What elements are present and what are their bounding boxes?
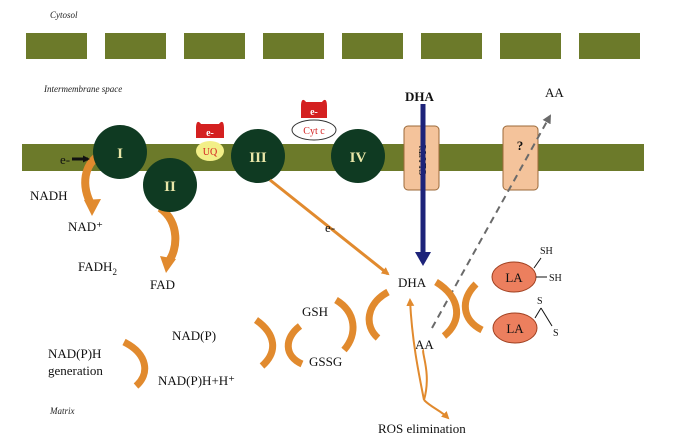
region-matrix: Matrix: [49, 406, 75, 416]
la-reduced-label: LA: [505, 270, 523, 285]
aa-matrix-label: AA: [415, 337, 434, 352]
ros-elimination-label: ROS elimination: [378, 421, 466, 436]
outer-membrane: [26, 33, 640, 59]
fadh2-arrow-head: [160, 256, 176, 273]
electron-transfer-arrow: [269, 178, 390, 276]
fadh2-oxidation-arrow: [157, 204, 180, 265]
ros-aa-branch: [422, 349, 428, 401]
uq-electron-label: e-: [206, 128, 214, 139]
complex-iii-label: III: [249, 150, 267, 166]
gsh-dha-arc-1: [365, 288, 390, 341]
unknown-transporter-label: ?: [517, 138, 524, 153]
ros-out-arrow: [423, 399, 450, 420]
nadp-arc-1: [253, 317, 276, 369]
la-s-right: S: [553, 328, 559, 339]
nad-plus-label: NAD⁺: [68, 219, 103, 234]
nadph-h-label: NAD(P)H+H⁺: [158, 373, 235, 388]
unknown-transporter: ?: [502, 125, 539, 191]
nadh-arrow-head: [84, 199, 101, 216]
region-intermembrane: Intermembrane space: [43, 84, 122, 94]
la-oxidized-label: LA: [506, 321, 524, 336]
nadph-generation-line1: NAD(P)H: [48, 346, 101, 361]
dha-matrix-label: DHA: [398, 275, 427, 290]
cytochrome-c-carrier: e- Cyt c: [291, 99, 337, 141]
cytc-electron-label: e-: [310, 107, 318, 118]
nadph-generation-line2: generation: [48, 363, 103, 378]
ros-to-dha-arrow: [406, 298, 425, 401]
cytc-label: Cyt c: [303, 126, 325, 137]
complex-ii-label: II: [164, 179, 176, 195]
nadh-label: NADH: [30, 188, 68, 203]
la-dha-arc-1: [434, 279, 461, 339]
la-sh-right: SH: [549, 273, 562, 284]
ubiquinone-carrier: e- UQ: [196, 121, 224, 161]
fadh2-label: FADH2: [78, 259, 117, 277]
complex-iv: IV: [331, 129, 385, 183]
electron-transfer-label: e-: [325, 220, 335, 235]
uq-label: UQ: [203, 147, 218, 158]
complex-i: I: [93, 125, 147, 179]
nadp-arc-2: [284, 323, 304, 368]
complex-iv-label: IV: [350, 150, 367, 166]
lipoic-acid-oxidized: LA S S: [492, 296, 559, 344]
lipoic-acid-reduced: LA SH SH: [491, 246, 562, 293]
region-cytosol: Cytosol: [50, 10, 78, 20]
fad-label: FAD: [150, 277, 175, 292]
complex-i-label: I: [117, 146, 123, 162]
nadph-gen-arc: [122, 338, 149, 389]
la-dha-arc-2: [461, 281, 484, 334]
complex-iii: III: [231, 129, 285, 183]
la-sh-top: SH: [540, 246, 553, 257]
gsh-label: GSH: [302, 304, 328, 319]
entry-electron-label: e-: [60, 152, 70, 167]
gssg-label: GSSG: [309, 354, 342, 369]
la-s-top: S: [537, 296, 543, 307]
aa-cytosol-label: AA: [545, 85, 564, 100]
dha-cytosol-label: DHA: [405, 89, 435, 104]
nadp-label: NAD(P): [172, 328, 216, 343]
gsh-dha-arc-2: [334, 297, 357, 353]
complex-ii: II: [143, 158, 197, 212]
